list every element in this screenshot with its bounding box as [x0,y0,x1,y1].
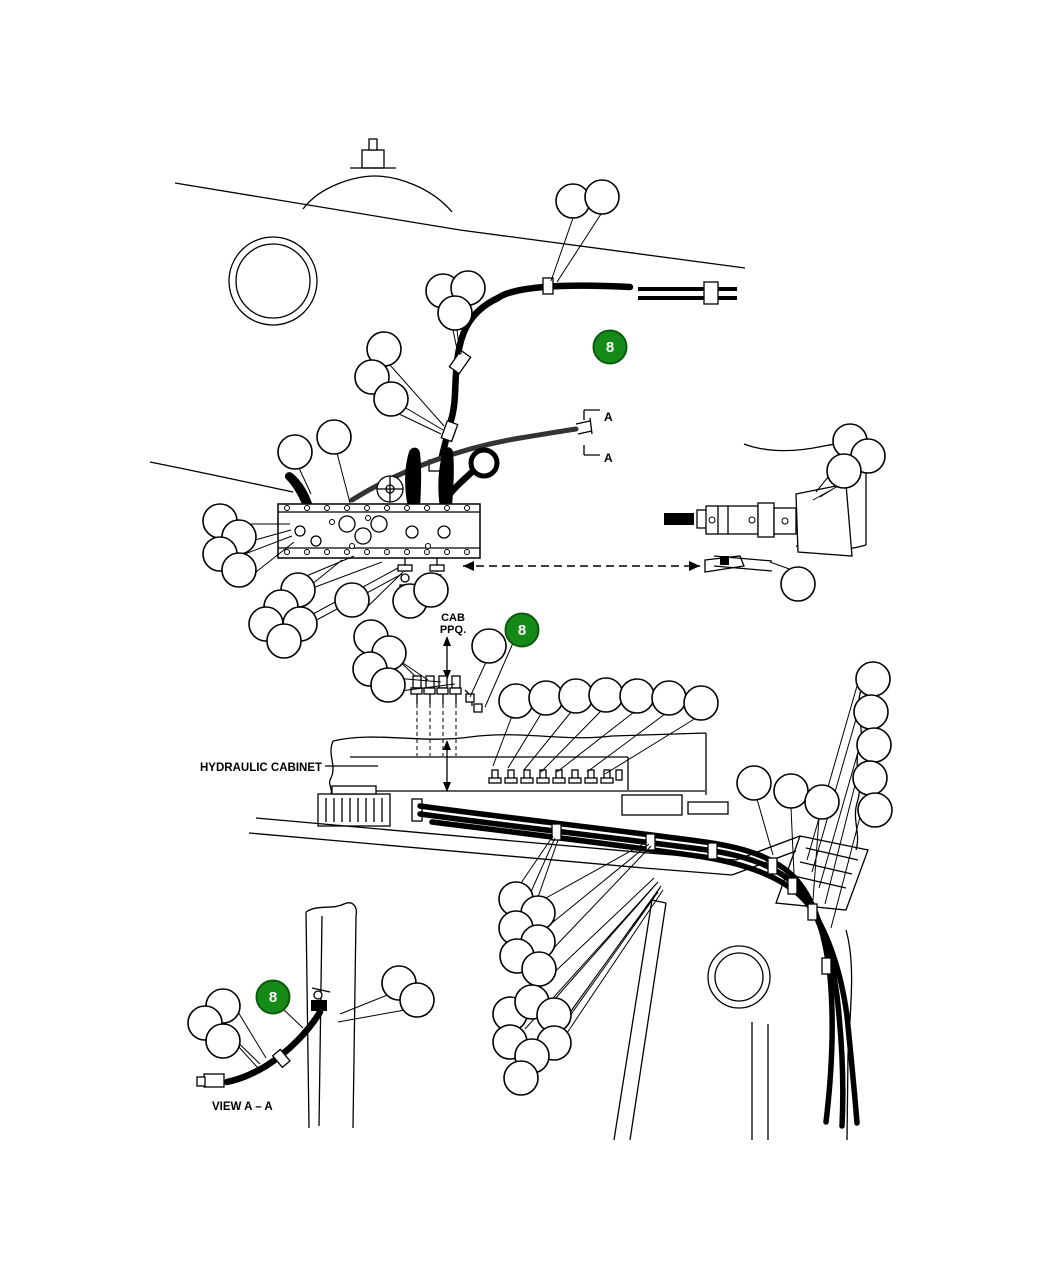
arrowhead-right [689,561,700,571]
valve-bank-assembly [277,447,481,591]
valve-lever [284,472,314,512]
callout-circle [334,582,370,618]
callout-circle [266,623,302,659]
callout-circle [503,1060,539,1096]
hose-coupling [703,281,719,305]
hydraulic-cabinet-label: HYDRAULIC CABINET [200,762,322,774]
callout-circle [558,678,594,714]
callout-circle [471,628,507,664]
cylinder-rod [664,513,694,525]
cab-ppq-label-line1: CAB [441,612,465,624]
view-a-a-label: VIEW A – A [212,1101,273,1113]
callout-circle [736,765,772,801]
hose-clamp [707,842,718,860]
callout-circle [277,434,313,470]
hose-clamp [787,877,798,895]
hose-end-fitting [203,1073,225,1088]
hose-fitting [440,419,459,443]
badge-circle [255,979,291,1015]
callout-circle [826,453,862,489]
callout-circle [373,381,409,417]
callout-badge-8-lower: 8 [255,979,291,1015]
main-hydraulic-hose-upper [428,277,737,472]
hose-bundle-lower [411,798,860,1129]
callout-circle [584,179,620,215]
view-a-a-detail [196,902,358,1129]
section-cut-markers: A A [583,409,613,465]
hose-clamp [821,957,832,975]
callout-circle [855,661,891,697]
badge-number: 8 [606,339,614,356]
callout-circle [853,694,889,730]
callout-circles [187,179,893,1096]
section-letter-top: A [604,410,613,424]
valve-lever [438,447,454,508]
cabinet-louver-unit [317,793,391,827]
section-letter-bottom: A [604,451,613,465]
badge-number: 8 [518,622,526,639]
callout-circle [521,951,557,987]
callout-circle [413,572,449,608]
text-labels: CAB PPQ. HYDRAULIC CABINET VIEW A – A [200,612,466,1113]
upper-hull-outline [149,175,746,493]
hose-clamp [271,1048,291,1069]
leader-lines [220,213,863,1069]
callout-circle [619,678,655,714]
callout-circle [780,566,816,602]
callout-circle [498,683,534,719]
cylinder-assembly [664,443,867,572]
cab-ppq-label-line2: PPQ. [440,624,466,636]
hose-bracket [311,1000,327,1011]
callout-circle [370,667,406,703]
callout-circle [651,680,687,716]
callout-circle [221,552,257,588]
hatch-circle [228,236,318,326]
callout-badges: 8 8 8 [255,329,628,1015]
callout-circle [852,760,888,796]
callout-circle [804,784,840,820]
callout-badge-8-middle: 8 [504,612,540,648]
hose-clamp [807,903,818,921]
hydraulic-cabinet-area [317,732,729,827]
antenna-mount [350,138,396,169]
hose-clamp [551,823,562,841]
hose-clamp [645,833,656,851]
dashed-reference-arrow [463,555,745,573]
hose-clamp [767,857,778,875]
callout-circle [528,680,564,716]
valve-lever [405,447,422,508]
callout-circle [588,677,624,713]
badge-circle [504,612,540,648]
callout-circle [437,295,473,331]
callout-circle [205,1023,241,1059]
cab-piping-fittings [410,636,483,792]
callout-circle [399,982,435,1018]
callout-circle [773,773,809,809]
callout-circle [316,419,352,455]
hose-clamp [542,277,554,295]
callout-circle [857,792,893,828]
hose-loop [468,447,500,479]
badge-number: 8 [269,989,277,1006]
hose-fitting [448,349,472,375]
callout-circle [683,685,719,721]
arrowhead-left [463,561,474,571]
callout-badge-8-upper: 8 [592,329,628,365]
badge-circle [592,329,628,365]
callout-circle [856,727,892,763]
